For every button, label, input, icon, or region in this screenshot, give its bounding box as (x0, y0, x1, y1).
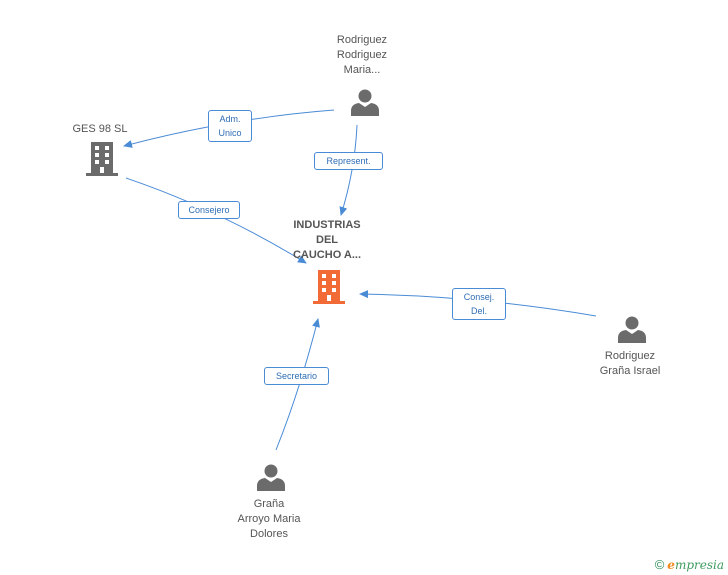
node-label-center[interactable]: INDUSTRIAS DEL CAUCHO A... (277, 218, 377, 263)
label-line: Graña Israel (599, 365, 661, 377)
empresia-watermark: ©empresia (655, 557, 724, 572)
person-icon[interactable] (257, 464, 285, 492)
edge-label-text: Secretario (275, 371, 318, 381)
label-line: Rodriguez (336, 34, 388, 46)
label-line: Dolores (250, 528, 288, 540)
edge-label-secretario[interactable]: Secretario (264, 367, 329, 385)
person-icon[interactable] (351, 89, 379, 117)
label-line: Arroyo Maria (237, 513, 301, 525)
label-line: Rodriguez (604, 350, 656, 362)
edge-label-text: Represent. (326, 156, 371, 166)
brand-name: mpresia (674, 558, 724, 572)
edge-label-text: Del. (470, 306, 487, 316)
edge-label-text: Consej. (463, 292, 495, 302)
edge-label-consejero[interactable]: Consejero (178, 201, 240, 219)
edge-label-text: Unico (218, 128, 242, 138)
person-icon[interactable] (618, 316, 646, 344)
label-line: Graña (253, 498, 285, 510)
label-line: CAUCHO A... (292, 249, 362, 261)
edge-label-text: Adm. (219, 114, 241, 124)
label-line: INDUSTRIAS (293, 219, 361, 231)
edge-represent (339, 124, 358, 216)
edge-secretario (275, 318, 320, 451)
brand-initial: e (667, 558, 675, 572)
label-line: Maria... (343, 64, 381, 76)
copyright-symbol: © (654, 557, 665, 572)
label-line: Rodriguez (336, 49, 388, 61)
edge-label-consej-del[interactable]: Consej. Del. (452, 288, 506, 320)
building-icon-center[interactable] (313, 270, 345, 304)
label-line: DEL (316, 234, 338, 246)
building-icon[interactable] (86, 142, 118, 176)
edge-label-adm-unico[interactable]: Adm. Unico (208, 110, 252, 142)
node-label-rodriguez-israel[interactable]: Rodriguez Graña Israel (580, 349, 680, 379)
node-label-grana-dolores[interactable]: Graña Arroyo Maria Dolores (219, 497, 319, 542)
node-label-ges98[interactable]: GES 98 SL (50, 122, 150, 137)
edge-label-text: Consejero (188, 205, 230, 215)
node-label-rodriguez-maria[interactable]: Rodriguez Rodriguez Maria... (312, 33, 412, 78)
label-line: GES 98 SL (72, 123, 128, 135)
edge-label-represent[interactable]: Represent. (314, 152, 383, 170)
